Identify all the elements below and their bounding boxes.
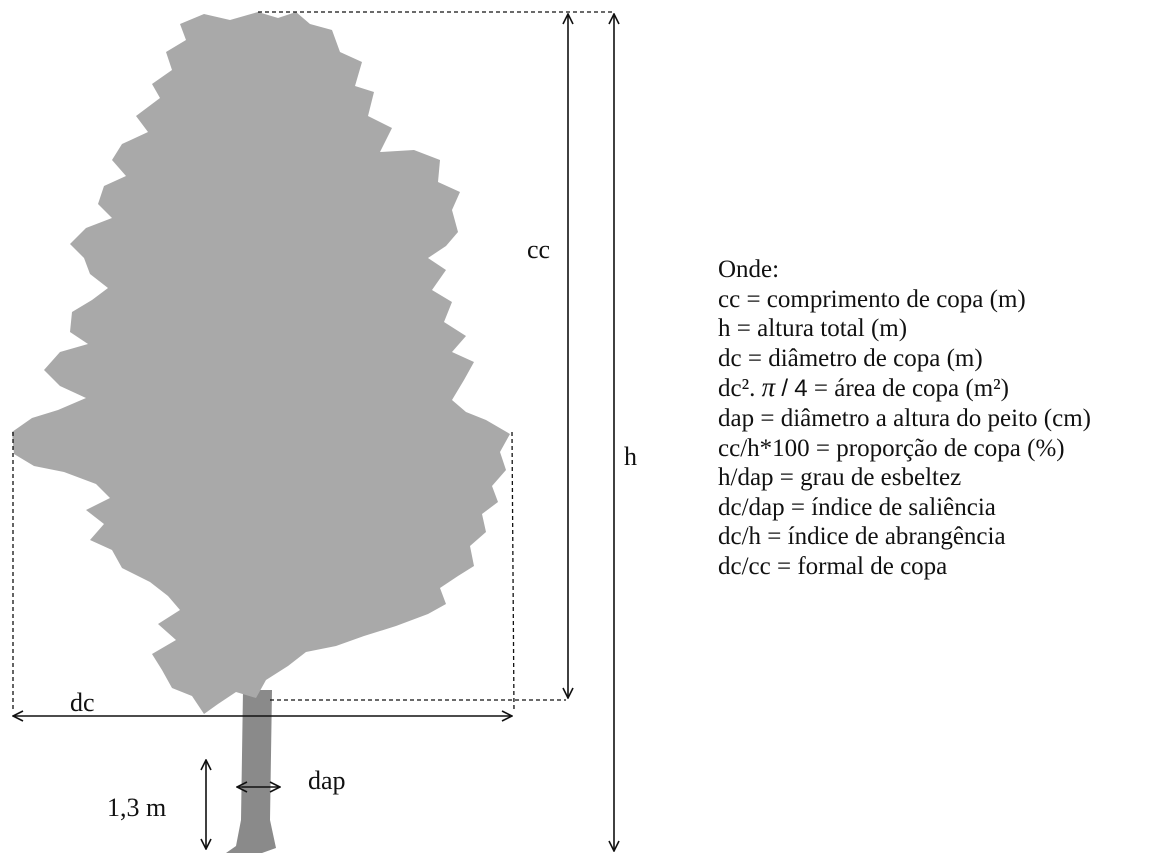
formula-suffix: = área de copa (m²) <box>807 375 1009 403</box>
legend-item: dc/cc = formal de copa <box>718 552 948 580</box>
legend: Onde: cc = comprimento de copa (m) h = a… <box>718 255 1091 582</box>
formula-four: 4 <box>794 375 808 403</box>
legend-item: dc = diâmetro de copa (m) <box>718 344 983 372</box>
tree-trunk <box>226 690 276 853</box>
legend-item: dc/h = índice de abrangência <box>718 523 1006 551</box>
legend-item: h/dap = grau de esbeltez <box>718 464 962 492</box>
cc-label: cc <box>527 235 551 264</box>
breast-height-label: 1,3 m <box>107 793 167 822</box>
legend-item: dc/dap = índice de saliência <box>718 493 996 521</box>
crown-bounding-lines <box>12 11 614 713</box>
legend-area-formula: dc². π / 4 = área de copa (m²) <box>718 373 1091 404</box>
formula-slash: / <box>781 375 789 403</box>
legend-item: cc/h*100 = proporção de copa (%) <box>718 434 1065 462</box>
legend-item: dap = diâmetro a altura do peito (cm) <box>718 404 1091 432</box>
dap-label: dap <box>308 766 346 795</box>
dc-label: dc <box>70 688 95 717</box>
h-label: h <box>624 442 637 471</box>
formula-prefix: dc². <box>718 375 756 403</box>
legend-item: cc = comprimento de copa (m) <box>718 285 1026 313</box>
tree-crown <box>12 12 510 714</box>
pi-symbol: π <box>761 372 776 403</box>
legend-title: Onde: <box>718 256 780 283</box>
legend-item: h = altura total (m) <box>718 315 908 343</box>
